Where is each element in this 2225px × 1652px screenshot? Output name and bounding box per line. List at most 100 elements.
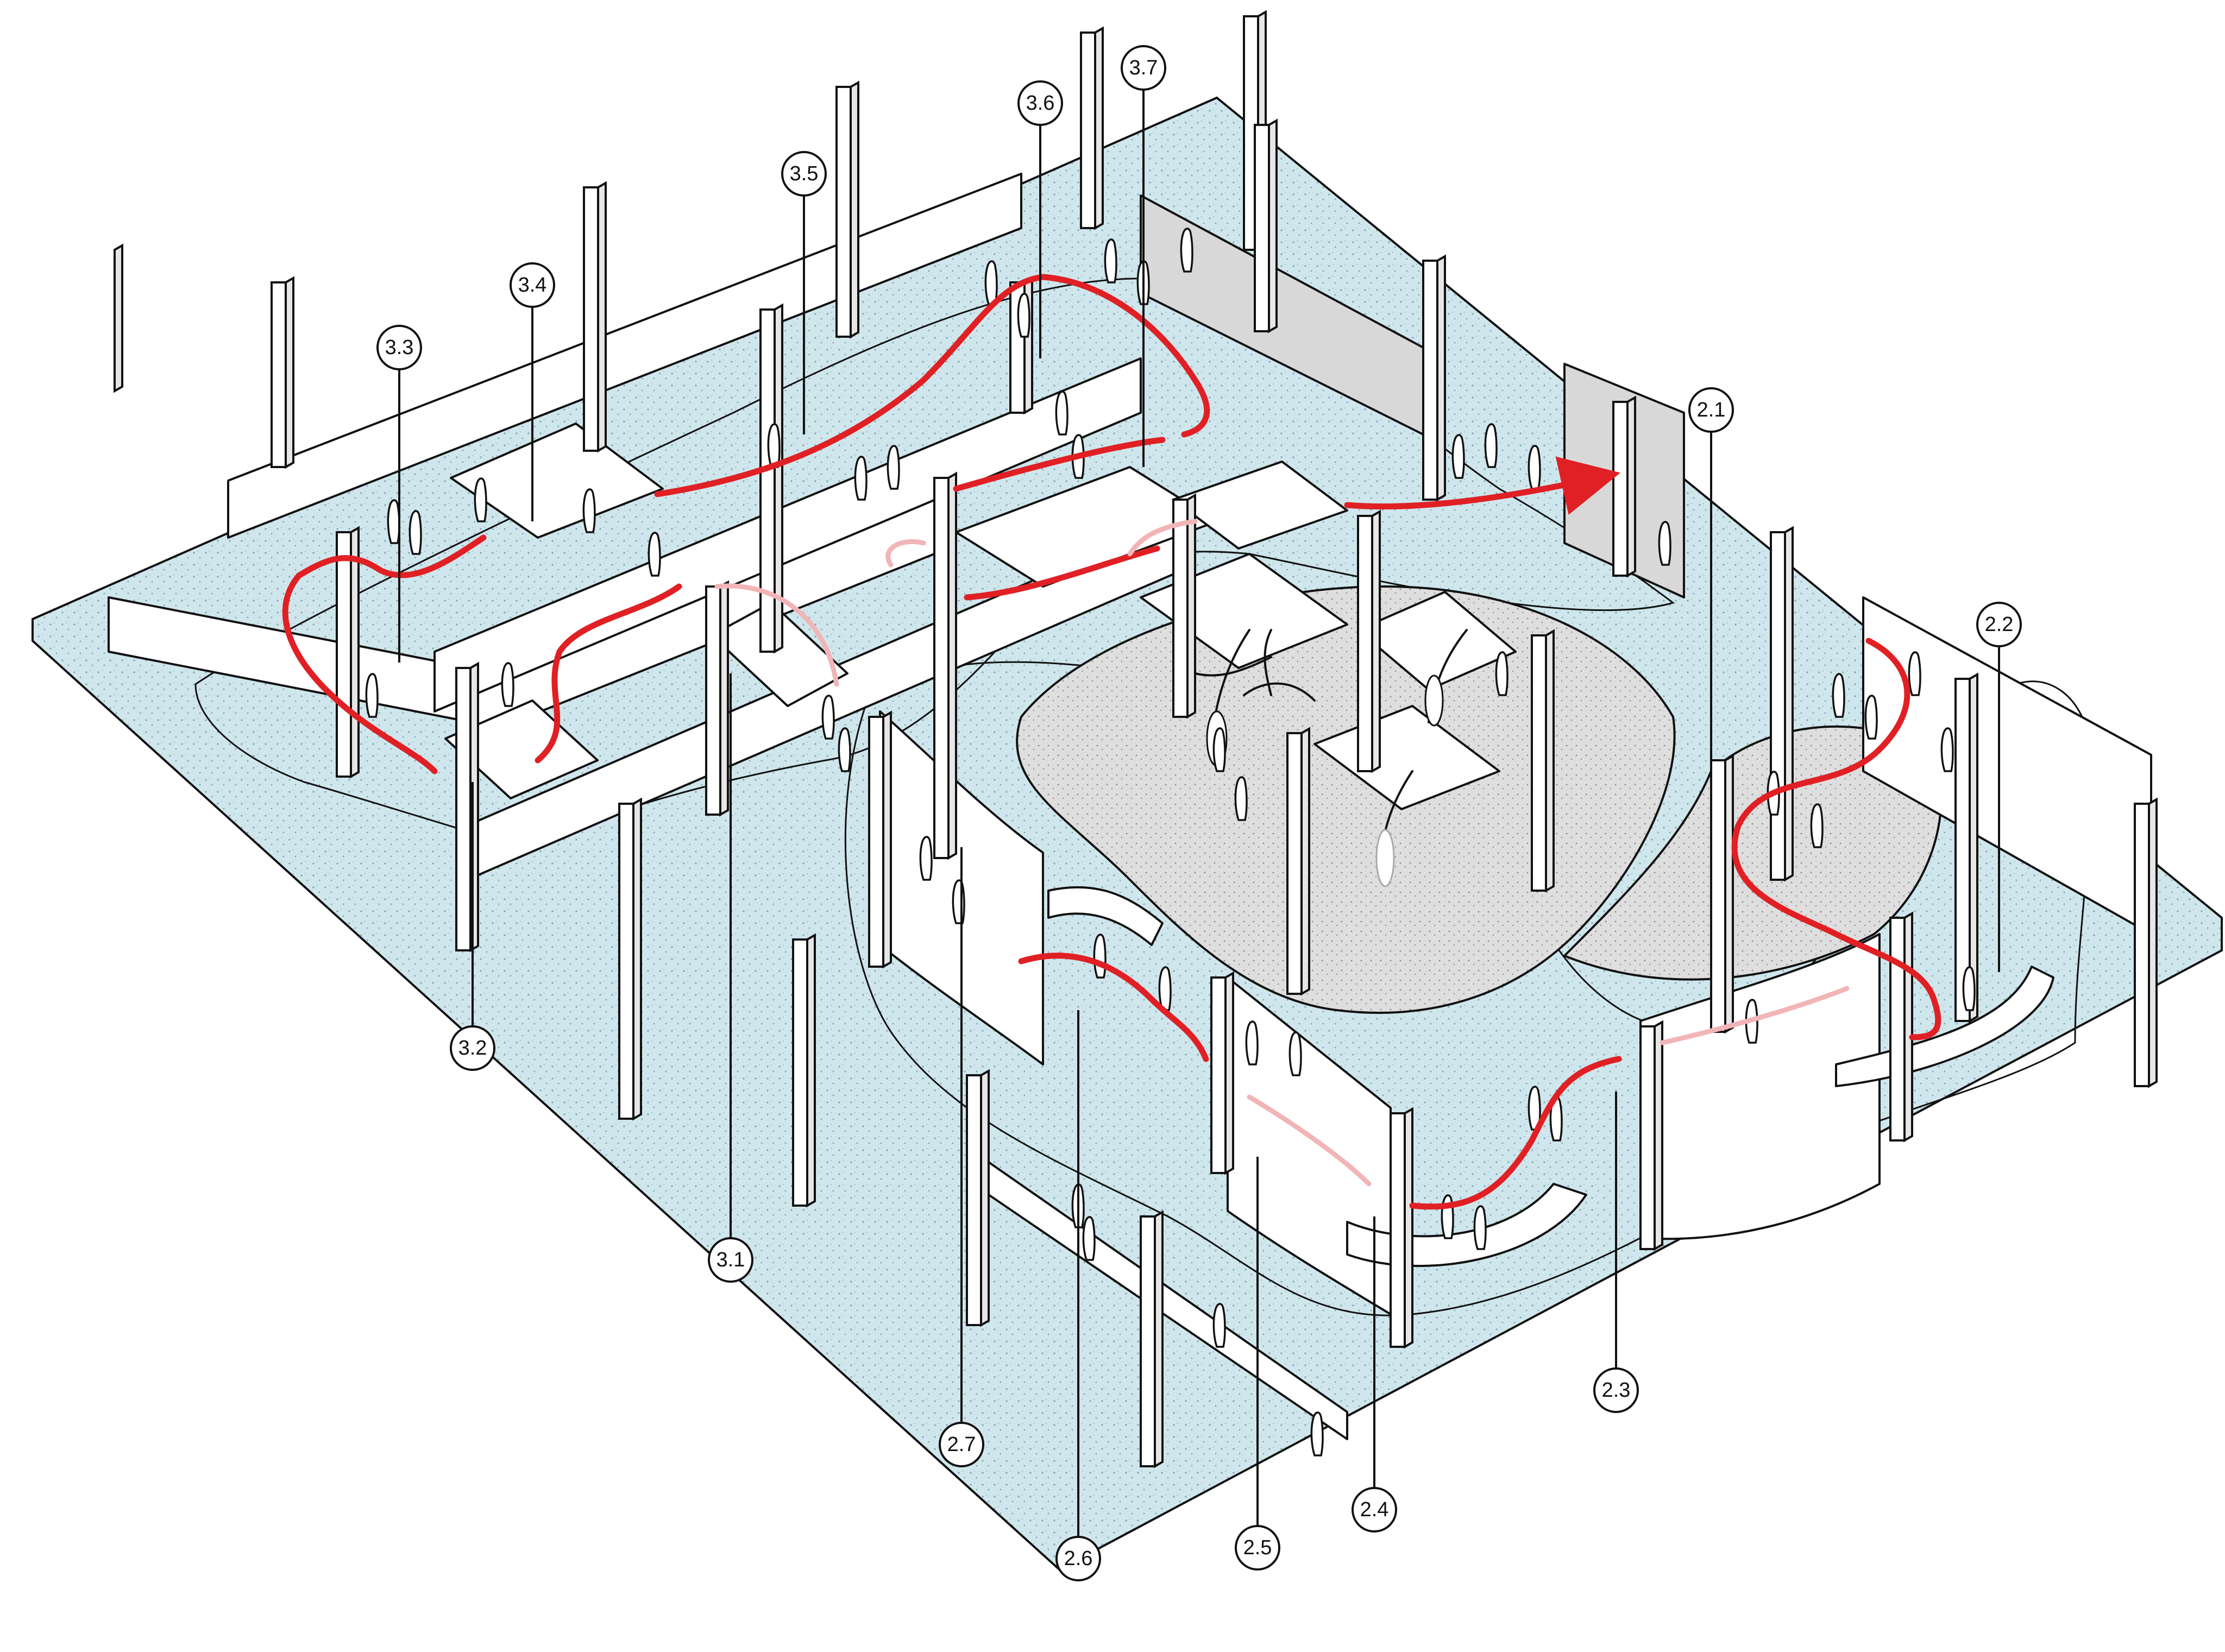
- person-figure-icon: [1180, 228, 1193, 273]
- svg-text:3.1: 3.1: [716, 1249, 745, 1271]
- tag-2-6: 2.6: [1055, 1536, 1101, 1581]
- pillar-side: [285, 276, 294, 469]
- pillar: [455, 667, 472, 951]
- pillar-side: [1371, 509, 1381, 773]
- route-upper-loop-return: [953, 437, 1166, 601]
- tag-3-1: 3.1: [708, 1237, 753, 1283]
- person-figure-icon: [1528, 445, 1541, 490]
- canopy-3-4: [450, 423, 664, 539]
- person-figure-icon: [767, 423, 781, 468]
- route-upper-loop: [654, 274, 1210, 497]
- pillar: [1422, 260, 1438, 501]
- circulation-route: [282, 274, 1941, 1210]
- svg-text:3.4: 3.4: [518, 274, 547, 297]
- leader-lines: [398, 90, 2000, 1537]
- bench-2-6: [1047, 886, 1164, 946]
- pillar: [835, 86, 852, 338]
- svg-text:3.2: 3.2: [458, 1037, 487, 1060]
- pillar: [1954, 678, 1971, 1022]
- person-figure-icon: [1864, 695, 1878, 740]
- pillar: [336, 531, 352, 778]
- pillar-side: [1094, 26, 1104, 230]
- person-figure-icon: [1441, 1194, 1454, 1239]
- walls: [108, 173, 2152, 1440]
- person-figure-icon: [1017, 293, 1030, 338]
- pillar: [1286, 732, 1303, 995]
- pillar-side: [719, 580, 729, 817]
- pillar-side: [1626, 395, 1636, 578]
- pillars: [114, 10, 2158, 1468]
- pillar: [1140, 1215, 1156, 1467]
- tree-icon: [1243, 629, 1316, 702]
- person-figure-icon: [1908, 651, 1921, 696]
- person-figure-icon: [1234, 776, 1248, 821]
- svg-text:2.6: 2.6: [1064, 1547, 1093, 1570]
- person-figure-icon: [1104, 238, 1117, 283]
- person-figure-icon: [1289, 1031, 1302, 1076]
- pillar: [1531, 634, 1547, 892]
- pillar-side: [1724, 754, 1734, 1034]
- canopy-center-b: [1172, 461, 1348, 550]
- tag-2-4: 2.4: [1352, 1487, 1397, 1533]
- pillar: [271, 281, 287, 468]
- pillar-side: [850, 80, 859, 339]
- person-figure-icon: [387, 499, 400, 544]
- svg-text:3.7: 3.7: [1129, 56, 1158, 79]
- pillar: [1612, 401, 1629, 577]
- pillar-side: [1654, 1020, 1663, 1251]
- person-figure-icon: [1310, 1411, 1324, 1456]
- gallery-wall-top: [227, 173, 1022, 539]
- tag-3-2: 3.2: [450, 1025, 495, 1071]
- svg-text:2.3: 2.3: [1602, 1379, 1631, 1402]
- pillar: [2134, 803, 2150, 1087]
- pillar: [1080, 31, 1096, 229]
- svg-text:2.1: 2.1: [1697, 399, 1726, 421]
- svg-text:2.2: 2.2: [1985, 613, 2014, 636]
- pillar: [1889, 917, 1906, 1142]
- person-figure-icon: [1473, 1205, 1487, 1250]
- person-figure-icon: [1082, 1216, 1096, 1261]
- pillar-side: [114, 243, 123, 393]
- person-figure-icon: [474, 477, 487, 522]
- tag-3-5: 3.5: [781, 151, 827, 197]
- pillar-side: [1268, 118, 1278, 333]
- pillar-side: [1784, 526, 1794, 882]
- person-figure-icon: [582, 488, 596, 533]
- route-faint-lower: [1247, 986, 1850, 1187]
- tag-3-3: 3.3: [376, 325, 422, 370]
- route-faint-middle: [714, 519, 1198, 687]
- person-figure-icon: [1093, 934, 1107, 979]
- person-figure-icon: [1212, 727, 1226, 772]
- pillar: [1210, 976, 1227, 1174]
- pillar-side: [632, 797, 642, 1121]
- tag-2-3: 2.3: [1593, 1367, 1639, 1413]
- canopy-3-2: [444, 699, 599, 799]
- person-figure-icon: [919, 836, 933, 881]
- person-figure-icon: [1495, 651, 1509, 696]
- person-figure-icon: [1212, 1303, 1226, 1348]
- pillar: [1390, 1112, 1406, 1348]
- svg-text:3.6: 3.6: [1026, 92, 1055, 115]
- person-figure-icon: [1451, 434, 1465, 479]
- tag-2-5: 2.5: [1235, 1525, 1280, 1571]
- tree-icon: [1424, 629, 1468, 727]
- person-figure-icon: [408, 510, 422, 555]
- pillar-side: [1154, 1210, 1164, 1468]
- tag-3-4: 3.4: [510, 262, 555, 308]
- gallery-wall-mid: [433, 357, 1142, 712]
- pillar: [868, 716, 884, 968]
- pillar-side: [947, 471, 957, 860]
- pillar: [1770, 531, 1786, 881]
- route-2-4: [1409, 1056, 1622, 1210]
- person-figure-icon: [821, 695, 835, 740]
- pillar-side: [350, 526, 360, 779]
- svg-text:3.3: 3.3: [385, 336, 414, 359]
- pillar-side: [806, 933, 816, 1208]
- pillar: [618, 803, 634, 1120]
- person-figure-icon: [1940, 727, 1954, 772]
- tag-2-1: 2.1: [1688, 387, 1734, 433]
- pillar: [1357, 515, 1373, 772]
- person-figure-icon: [1055, 390, 1068, 436]
- person-figure-icon: [1962, 966, 1976, 1011]
